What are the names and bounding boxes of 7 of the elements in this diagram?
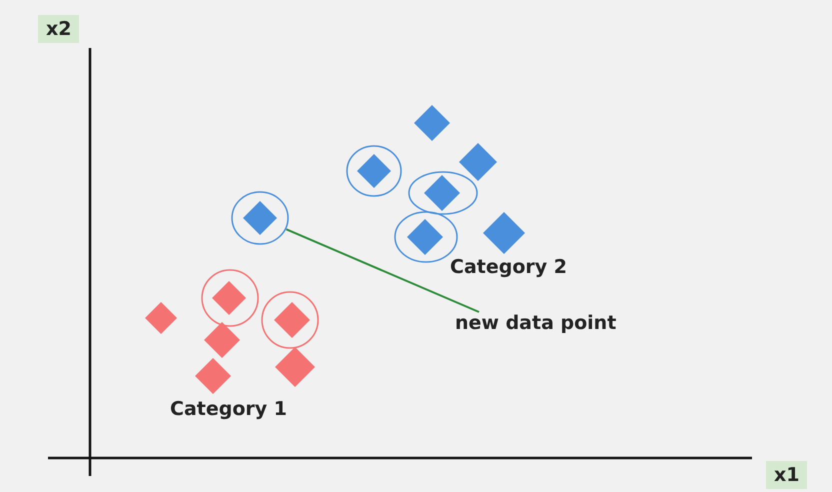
new-data-point-marker: [231, 191, 289, 245]
axis-label: x1: [766, 461, 808, 489]
category-label: Category 2: [450, 256, 567, 278]
axis-label: x2: [38, 15, 80, 43]
category-label: Category 1: [170, 398, 287, 420]
leader-line: [286, 228, 480, 313]
annotation-text: new data point: [455, 312, 616, 334]
